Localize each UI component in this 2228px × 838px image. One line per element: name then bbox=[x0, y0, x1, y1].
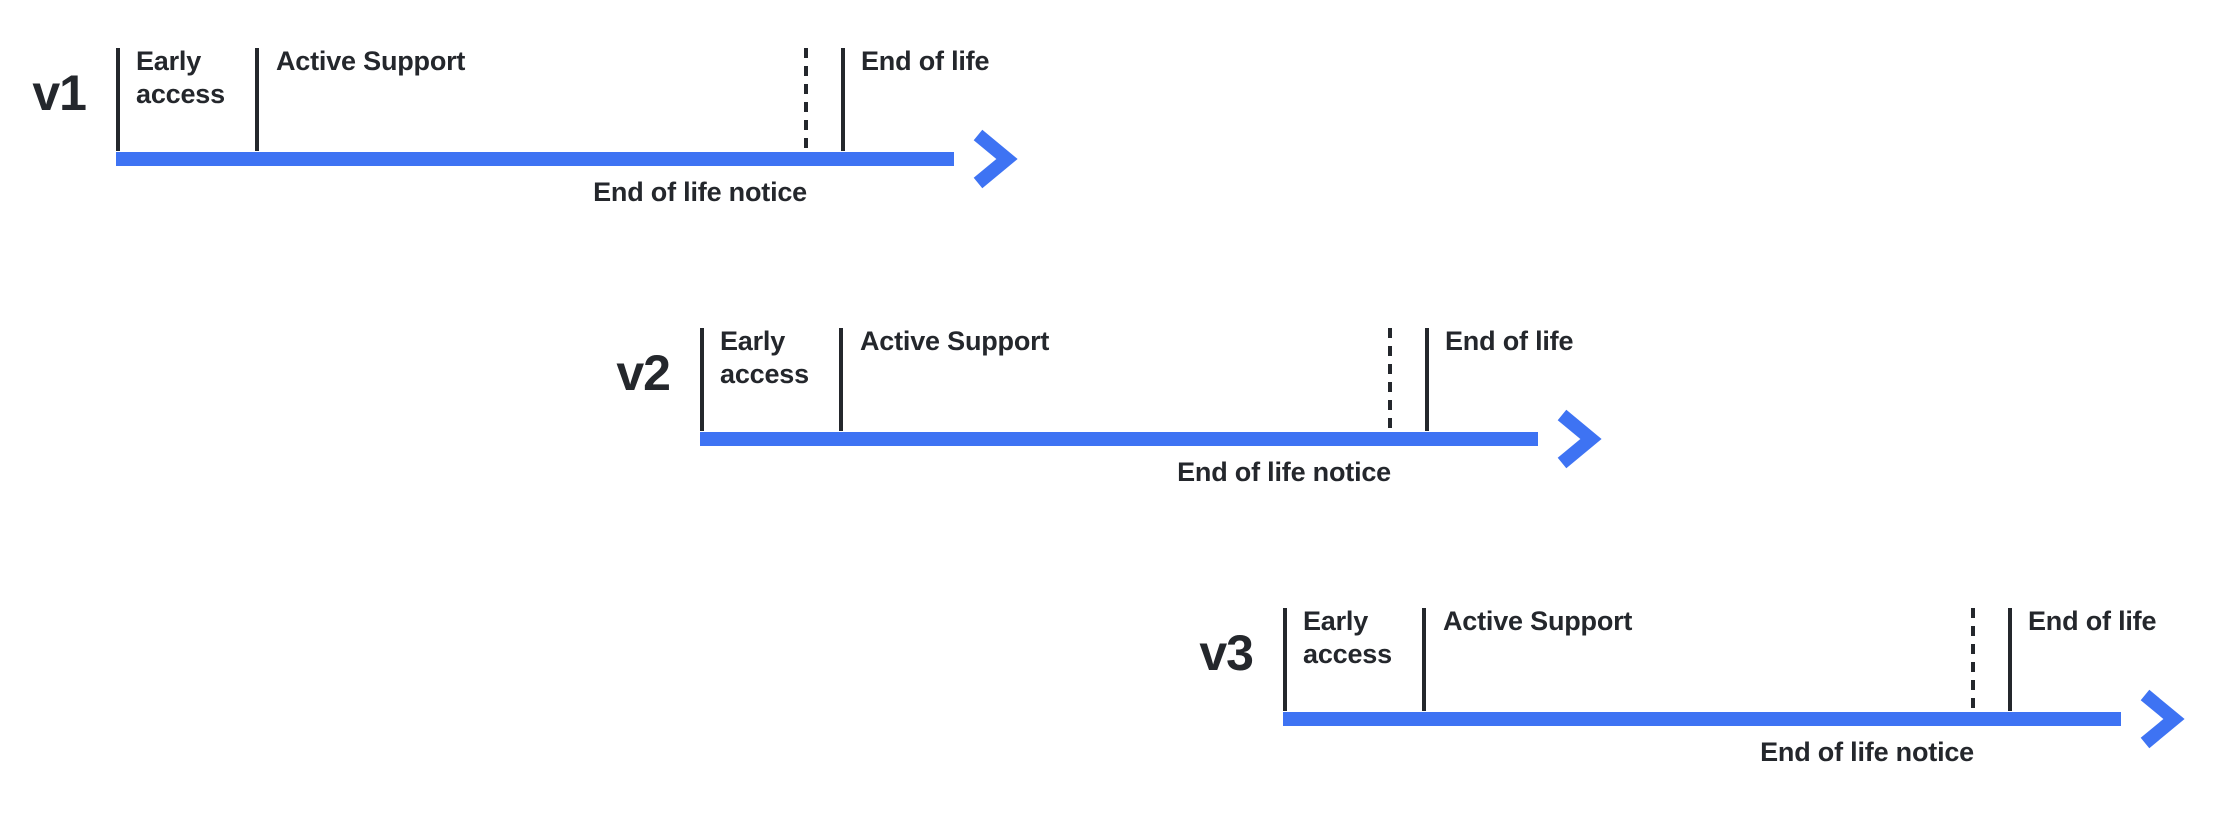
eol-notice-label: End of life notice bbox=[593, 177, 807, 207]
active-support-start-tick bbox=[255, 48, 259, 151]
version-label: v1 bbox=[32, 65, 87, 121]
eol-notice-dashed-tick bbox=[804, 48, 808, 151]
active-support-label: Active Support bbox=[276, 46, 466, 76]
timeline-arrow bbox=[700, 409, 1602, 469]
end-of-life-label: End of life bbox=[1445, 326, 1574, 356]
early-access-start-tick bbox=[700, 328, 704, 431]
end-of-life-tick bbox=[2008, 608, 2012, 711]
early-access-start-tick bbox=[116, 48, 120, 151]
lifecycle-diagram: v1 Early access Active Support End of li… bbox=[32, 46, 2185, 767]
eol-notice-dashed-tick bbox=[1971, 608, 1975, 711]
active-support-label: Active Support bbox=[860, 326, 1050, 356]
eol-notice-label: End of life notice bbox=[1177, 457, 1391, 487]
end-of-life-tick bbox=[1425, 328, 1429, 431]
active-support-start-tick bbox=[1422, 608, 1426, 711]
active-support-label: Active Support bbox=[1443, 606, 1633, 636]
early-access-label: Early access bbox=[1303, 606, 1392, 669]
end-of-life-tick bbox=[841, 48, 845, 151]
active-support-start-tick bbox=[839, 328, 843, 431]
early-access-start-tick bbox=[1283, 608, 1287, 711]
eol-notice-label: End of life notice bbox=[1760, 737, 1974, 767]
arrowhead-icon bbox=[1557, 409, 1602, 469]
early-access-label: Early access bbox=[136, 46, 225, 109]
end-of-life-label: End of life bbox=[2028, 606, 2157, 636]
version-label: v2 bbox=[616, 345, 671, 401]
timeline-arrow bbox=[116, 129, 1018, 189]
timeline-v2: v2 Early access Active Support End of li… bbox=[616, 326, 1610, 558]
arrowhead-icon bbox=[2140, 689, 2185, 749]
timeline-v3: v3 Early access Active Support End of li… bbox=[1199, 606, 2193, 838]
early-access-label: Early access bbox=[720, 326, 809, 389]
arrowhead-icon bbox=[973, 129, 1018, 189]
version-label: v3 bbox=[1199, 625, 1254, 681]
end-of-life-label: End of life bbox=[861, 46, 990, 76]
timeline-arrow bbox=[1283, 689, 2185, 749]
timeline-v1: v1 Early access Active Support End of li… bbox=[32, 46, 1026, 278]
eol-notice-dashed-tick bbox=[1388, 328, 1392, 431]
